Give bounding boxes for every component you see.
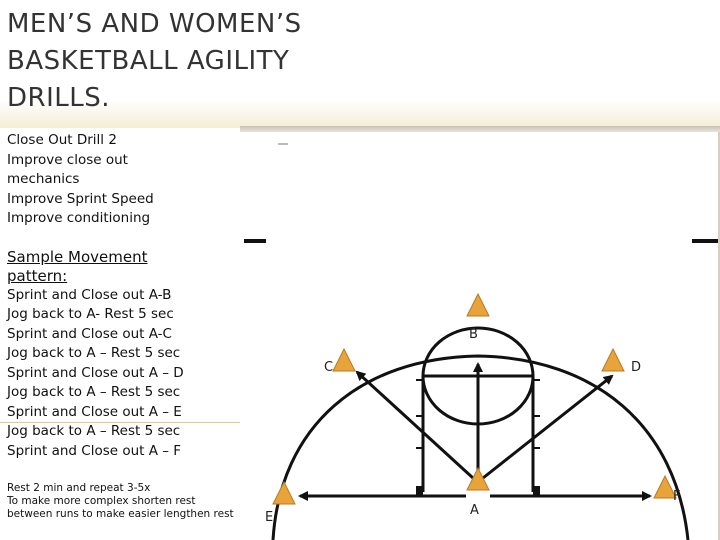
court-diagram: B C D E A F [240, 126, 720, 540]
goal-conditioning: Improve conditioning [7, 210, 151, 226]
step-1: Sprint and Close out A-B [7, 286, 172, 303]
drill-text-column: Close Out Drill 2 Improve close out mech… [7, 131, 239, 461]
slide-title: MEN’S AND WOMEN’S BASKETBALL AGILITY DRI… [7, 9, 302, 113]
lane-block-right [533, 486, 540, 496]
sample-movement-heading: Sample Movement pattern: [7, 247, 148, 285]
step-9: Sprint and Close out A – F [7, 442, 182, 459]
cone-label-b: B [469, 327, 478, 342]
court-svg: B C D E A F [244, 143, 718, 540]
step-2: Jog back to A- Rest 5 sec [7, 306, 174, 322]
step-8: Jog back to A – Rest 5 sec [7, 423, 181, 439]
drill-name: Close Out Drill 2 [7, 132, 117, 148]
goal-sprint-speed: Improve Sprint Speed [7, 190, 154, 207]
cone-label-f: F [673, 489, 680, 504]
step-7: Sprint and Close out A – E [7, 403, 182, 420]
three-point-arc [271, 354, 690, 540]
step-3: Sprint and Close out A-C [7, 325, 172, 342]
cones-group [272, 292, 677, 505]
cone-c-icon [332, 347, 356, 372]
header-band [0, 0, 720, 128]
arrow-a-to-d [482, 374, 614, 480]
divider-line [0, 422, 240, 423]
note-complexity: To make more complex shorten rest betwee… [7, 495, 234, 521]
note-rest-repeat: Rest 2 min and repeat 3-5x [7, 482, 151, 494]
cone-f-icon [653, 474, 677, 499]
step-4: Jog back to A – Rest 5 sec [7, 345, 181, 361]
cone-b-icon [466, 292, 490, 317]
cone-label-e: E [265, 510, 273, 525]
goal-close-out-mechanics: Improve close out mechanics [7, 151, 128, 188]
cone-e-icon [272, 480, 296, 505]
cone-label-d: D [631, 360, 641, 375]
step-5: Sprint and Close out A – D [7, 364, 184, 381]
cone-a-icon [466, 466, 490, 491]
arrow-a-to-c [355, 370, 475, 480]
rest-notes: Rest 2 min and repeat 3-5x To make more … [7, 482, 239, 522]
cone-label-a: A [470, 503, 479, 518]
cone-d-icon [601, 347, 625, 372]
cone-label-c: C [324, 360, 333, 375]
step-6: Jog back to A – Rest 5 sec [7, 384, 181, 400]
lane-block-left [416, 486, 423, 496]
